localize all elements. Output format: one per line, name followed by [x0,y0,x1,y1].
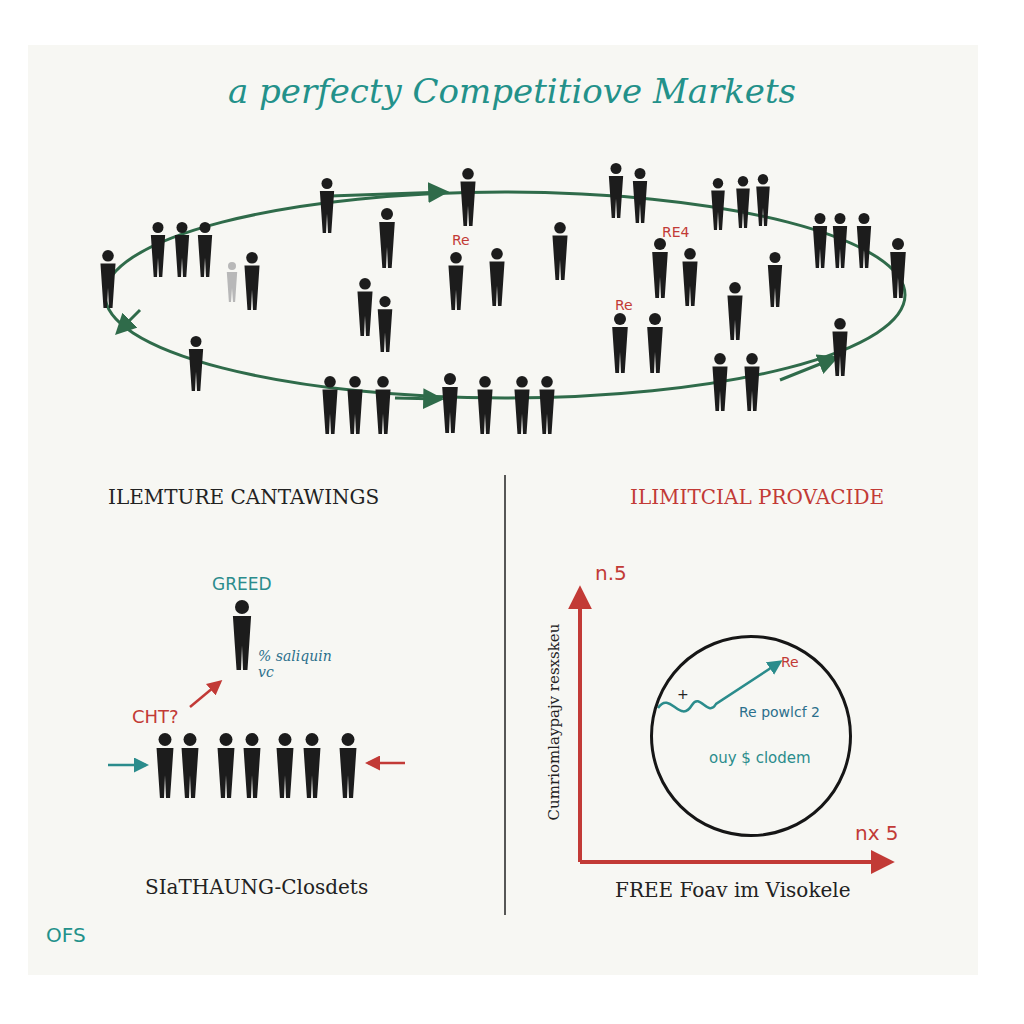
title: a perfecty Competitiove Markets [228,72,796,111]
person-label: GREED [212,575,272,595]
circle-label: ouy $ clodem [709,750,811,767]
person-figure [157,733,174,798]
person-figure [477,376,492,434]
person-figure [233,600,251,670]
person-figure [347,376,362,434]
axis-value: n.5 [595,562,627,585]
pointer-arrow [190,682,220,707]
divider [504,475,506,915]
axis-label: Cumriomlaypajv resxskeu [546,624,563,821]
person-figure [832,318,847,376]
person-figure [198,222,212,277]
marker-label: Re [452,232,470,248]
person-figure [100,250,115,308]
pointer-arrow [368,762,405,765]
question-label: CHT? [132,707,179,728]
section-heading: ILIMITCIAL PROVACIDE [630,486,884,509]
person-figure [357,278,372,336]
person-figure [552,222,567,280]
person-figure [539,376,554,434]
person-figure [633,168,647,223]
person-figure [652,238,668,298]
x-axis [580,860,890,864]
person-figure [489,248,504,306]
pointer-arrow [108,764,146,767]
marker-label: RE4 [662,224,689,240]
person-figure [756,174,770,226]
person-figure [322,376,337,434]
person-figure [182,733,199,798]
person-figure [378,296,393,352]
footer-mark: OFS [46,924,86,947]
circle-label: Re [781,654,799,670]
person-figure [379,208,395,268]
people [100,163,905,798]
person-figure [744,353,759,411]
person-figure [442,373,458,433]
person-figure [244,733,261,798]
person-figure [682,248,697,306]
person-figure [833,213,847,268]
person-figure [227,262,237,302]
person-figure [890,238,906,298]
person-figure [612,313,628,373]
person-figure [218,733,235,798]
circle-label: + [677,686,689,702]
chart-caption: FREE Foav im Visokele [615,879,851,902]
person-figure [151,222,165,277]
person-figure [711,178,725,230]
person-figure [460,168,475,226]
flow-arrow [395,398,440,399]
chart-circle: + Re Re powlcf 2 ouy $ clodem [650,635,852,837]
person-figure [857,213,871,268]
person-figure [736,176,750,228]
person-figure [340,733,357,798]
marker-label: Re [615,297,633,313]
person-figure [727,282,742,340]
person-figure [768,252,782,307]
axis-value: nx 5 [855,822,899,845]
flow-arrow [118,310,140,332]
person-figure [647,313,663,373]
person-figure [712,353,727,411]
note-label: % saliquin vc [258,648,338,680]
background-panel [28,45,978,975]
person-figure [813,213,827,268]
person-figure [175,222,189,277]
person-figure [375,376,390,434]
person-figure [320,178,334,233]
person-figure [448,252,463,310]
section-heading: ILEMTURE CANTAWINGS [108,486,379,509]
group-caption: SIaTHAUNG-Closdets [145,876,368,899]
person-figure [277,733,294,798]
trend-line [658,662,780,711]
person-figure [304,733,321,798]
flow-arrow [780,358,835,380]
person-figure [244,252,259,310]
flow-arrow [330,192,445,196]
circle-label: Re powlcf 2 [739,704,820,720]
y-axis [578,590,582,862]
person-figure [514,376,529,434]
market-loop [105,192,905,398]
person-figure [189,336,203,391]
person-figure [609,163,623,218]
